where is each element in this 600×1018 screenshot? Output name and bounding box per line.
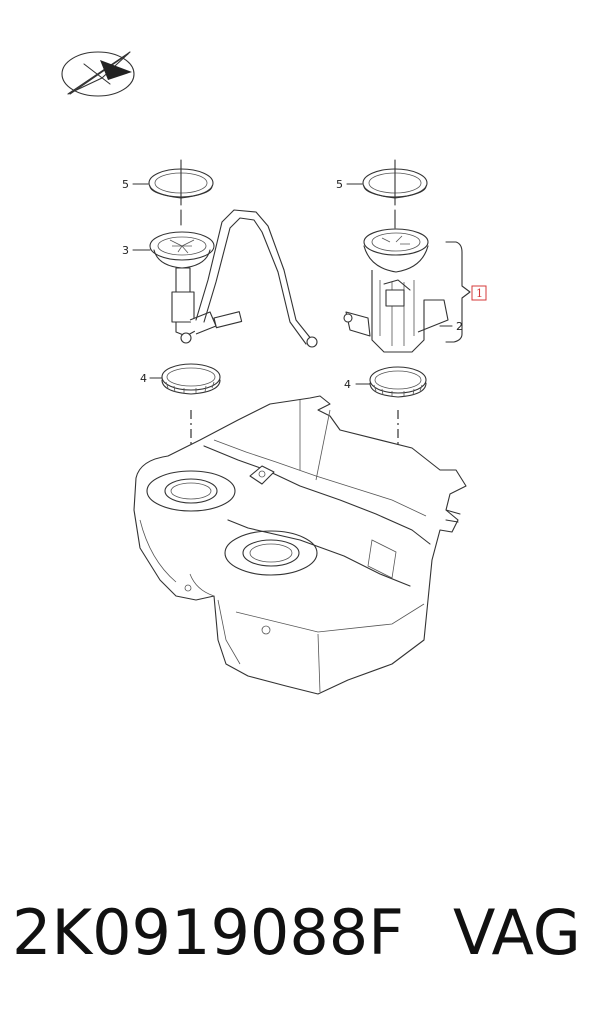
callout-1: 1 [476,287,483,300]
callout-2: 2 [456,320,463,333]
fuel-tank [133,395,467,695]
part-number-label: 2K0919088F [12,896,404,969]
seal-ring-5-right [362,159,428,229]
callout-4-right: 4 [344,378,351,391]
group-bracket [445,241,471,343]
callout-5-left: 5 [122,178,129,191]
seal-ring-5-left [148,159,214,226]
callout-3: 3 [122,244,129,257]
callout-1-box [471,285,487,301]
fuel-line-pipe [195,209,318,348]
fuel-tank-exploded-diagram: 5 3 4 5 [61,51,487,695]
callout-5-right: 5 [336,178,343,191]
lock-ring-4-right [369,366,427,398]
callout-4-left: 4 [140,372,147,385]
fuel-level-sender-3 [149,231,243,344]
lock-ring-4-left [161,363,221,395]
manufacturer-label: VAG [453,896,581,969]
fuel-pump-module-2 [343,228,449,353]
compass-emblem-icon [61,51,135,97]
